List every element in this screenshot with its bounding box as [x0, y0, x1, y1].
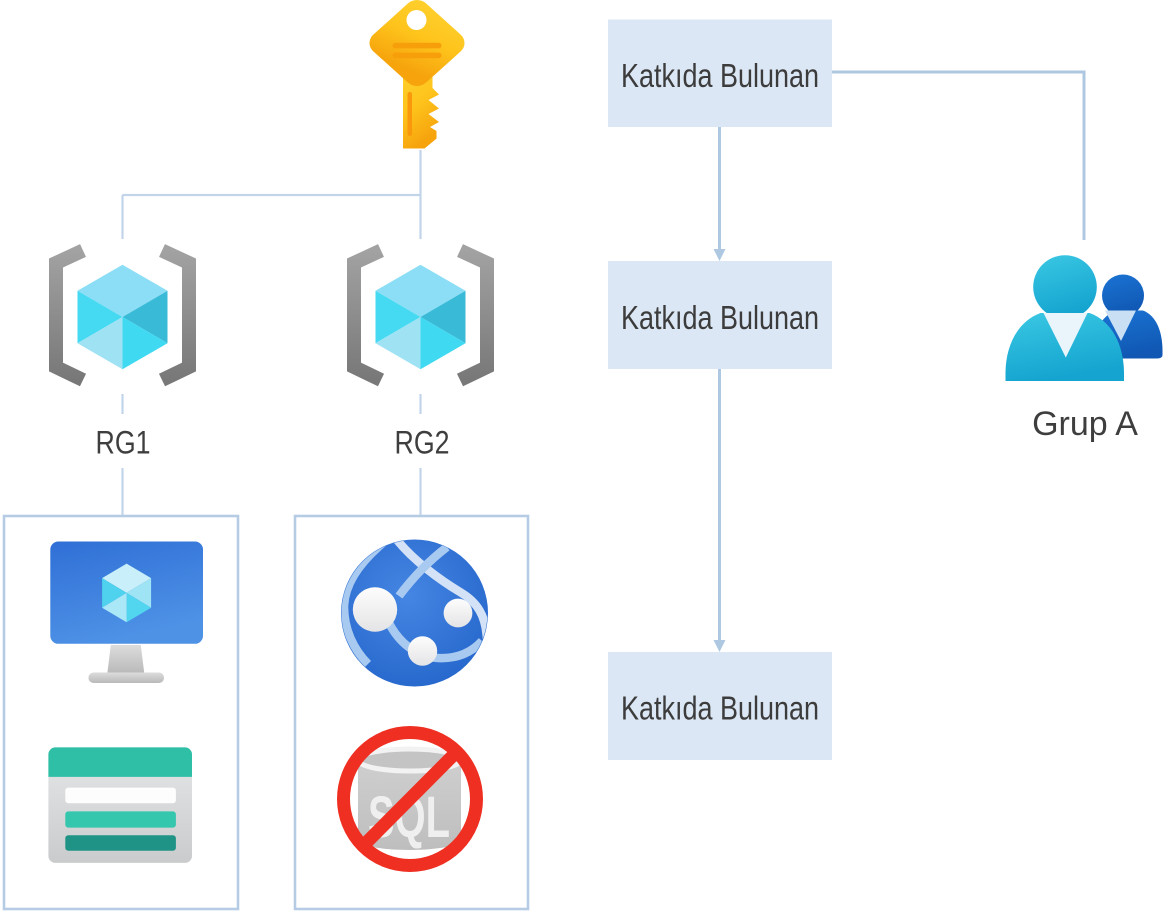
svg-text:Katkıda Bulunan: Katkıda Bulunan: [621, 299, 819, 336]
svg-text:RG1: RG1: [96, 425, 151, 461]
svg-text:Katkıda Bulunan: Katkıda Bulunan: [621, 57, 819, 94]
svg-text:Grup A: Grup A: [1032, 405, 1138, 443]
svg-text:RG2: RG2: [395, 425, 450, 461]
svg-text:Katkıda Bulunan: Katkıda Bulunan: [621, 690, 819, 727]
